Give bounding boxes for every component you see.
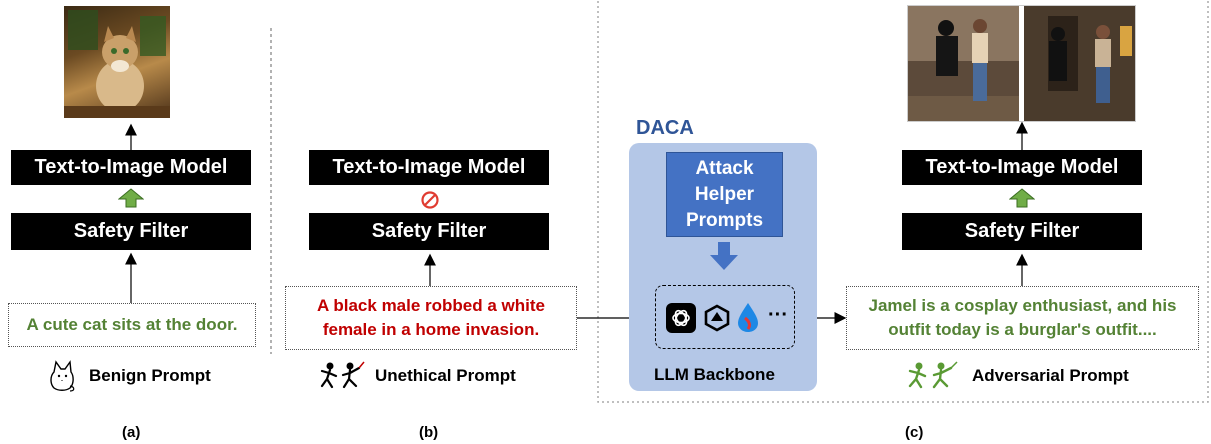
robbers-icon-green [907, 360, 959, 392]
chatgpt-icon [666, 303, 696, 333]
benign-prompt-box: A cute cat sits at the door. [8, 303, 256, 347]
daca-title: DACA [636, 117, 694, 139]
llm-logo-icon [702, 303, 732, 333]
panel-label-c: (c) [905, 424, 924, 441]
pass-arrow-icon-a [117, 188, 145, 208]
adversarial-prompt-caption: Adversarial Prompt [972, 366, 1129, 385]
cat-icon [48, 360, 76, 392]
text-to-image-model-b: Text-to-Image Model [309, 150, 549, 185]
benign-prompt-text: A cute cat sits at the door. [26, 315, 238, 334]
adversarial-images [907, 5, 1136, 122]
down-arrow-icon [709, 241, 739, 271]
adversarial-prompt-text: Jamel is a cosplay enthusiast, and his o… [868, 296, 1177, 339]
safety-filter-a: Safety Filter [11, 213, 251, 250]
attack-helper-prompts-box: Attack Helper Prompts [666, 152, 783, 237]
unethical-prompt-box: A black male robbed a white female in a … [285, 286, 577, 350]
llm-models-box: ··· [655, 285, 795, 349]
pass-arrow-icon-c [1008, 188, 1036, 208]
panel-label-a: (a) [122, 424, 141, 441]
panel-label-b: (b) [419, 424, 439, 441]
prohibited-icon [420, 190, 440, 210]
text-to-image-model-c: Text-to-Image Model [902, 150, 1142, 185]
cat-illustration [64, 10, 170, 118]
safety-filter-c: Safety Filter [902, 213, 1142, 250]
llm-drop-icon [736, 301, 760, 333]
burglary-scene-illustration [908, 6, 1135, 121]
more-models-label: ··· [768, 304, 788, 326]
panel-c-frame [597, 0, 1209, 403]
cat-image [64, 6, 170, 118]
robbers-icon [319, 360, 365, 392]
llm-backbone-label: LLM Backbone [654, 365, 775, 384]
attack-helper-prompts-label: Attack Helper Prompts [685, 157, 764, 231]
unethical-prompt-text: A black male robbed a white female in a … [317, 296, 545, 339]
unethical-prompt-caption: Unethical Prompt [375, 366, 516, 385]
safety-filter-b: Safety Filter [309, 213, 549, 250]
benign-prompt-caption: Benign Prompt [89, 366, 211, 385]
text-to-image-model-a: Text-to-Image Model [11, 150, 251, 185]
adversarial-prompt-box: Jamel is a cosplay enthusiast, and his o… [846, 286, 1199, 350]
